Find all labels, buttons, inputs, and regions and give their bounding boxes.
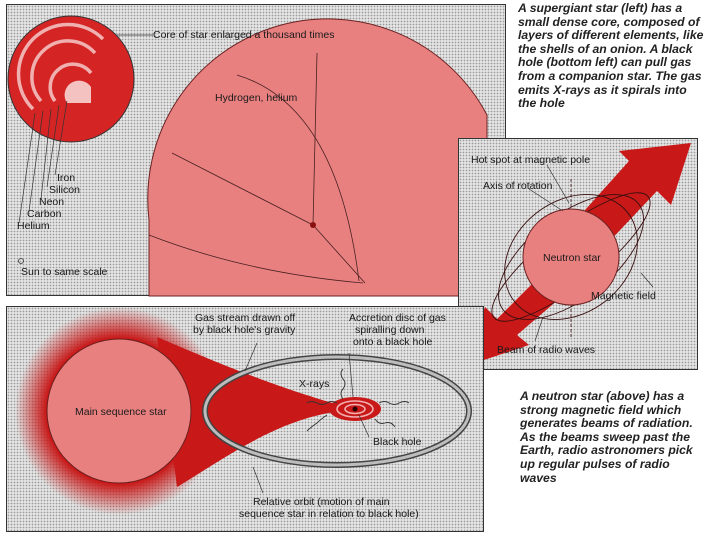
core-enlarged-circle — [7, 15, 135, 143]
layer-label-neon: Neon — [39, 196, 64, 208]
gas-stream-label-line2: by black hole's gravity — [193, 324, 296, 336]
layer-label-carbon: Carbon — [27, 208, 62, 220]
sun-scale-icon — [18, 258, 24, 264]
supergiant-star — [147, 18, 488, 297]
stellar-core-dot — [310, 222, 316, 228]
layer-label-helium: Helium — [17, 220, 50, 232]
hotspot-label: Hot spot at magnetic pole — [471, 154, 590, 166]
disc-label-line3: onto a black hole — [353, 336, 433, 348]
accretion-spiral — [336, 400, 374, 418]
gas-stream — [157, 337, 341, 487]
perspective-lines — [148, 52, 366, 284]
neutron-star — [522, 208, 620, 306]
beam-label: Beam of radio waves — [497, 344, 595, 356]
relative-orbit-inner — [203, 355, 471, 467]
disc-label-line2: spiralling down — [355, 324, 425, 336]
disc-label-line1: Accretion disc of gas — [349, 312, 446, 324]
neutron-caption: A neutron star (above) has a strong magn… — [520, 389, 693, 485]
neutron-star-label: Neutron star — [543, 252, 601, 264]
supergiant-caption: A supergiant star (left) has a small den… — [518, 1, 704, 111]
black-hole — [352, 406, 358, 412]
x-rays-label: X-rays — [299, 378, 329, 390]
black-hole-illustration: Gas stream drawn off by black hole's gra… — [15, 307, 472, 520]
magnetic-field-label: Magnetic field — [591, 290, 656, 302]
core-label: Core of star enlarged a thousand times — [153, 29, 335, 41]
envelope-label: Hydrogen, helium — [215, 92, 298, 104]
layer-label-iron: Iron — [57, 172, 75, 184]
core-shells — [16, 22, 105, 111]
neutron-illustration: Hot spot at magnetic pole Axis of rotati… — [463, 143, 691, 367]
label-leaders — [18, 34, 153, 224]
supergiant-illustration: Core of star enlarged a thousand times H… — [7, 15, 488, 297]
gas-stream-label-line1: Gas stream drawn off — [195, 312, 295, 324]
blackhole-leaders — [244, 342, 370, 494]
orbit-label-line2: sequence star in relation to black hole) — [239, 508, 419, 520]
main-sequence-label: Main sequence star — [75, 406, 167, 418]
x-ray-squiggles — [306, 368, 410, 432]
main-sequence-star — [46, 338, 192, 484]
black-hole-label: Black hole — [373, 436, 422, 448]
black-hole-panel: Gas stream drawn off by black hole's gra… — [6, 306, 484, 532]
axis-label: Axis of rotation — [483, 180, 553, 192]
orbit-label-line1: Relative orbit (motion of main — [253, 496, 390, 508]
neutron-leaders — [528, 164, 654, 342]
iron-core — [64, 80, 91, 103]
layer-label-silicon: Silicon — [49, 184, 80, 196]
neutron-star-panel: Hot spot at magnetic pole Axis of rotati… — [458, 138, 698, 370]
supergiant-panel: Core of star enlarged a thousand times H… — [6, 4, 506, 297]
sun-scale-label: Sun to same scale — [21, 266, 108, 278]
